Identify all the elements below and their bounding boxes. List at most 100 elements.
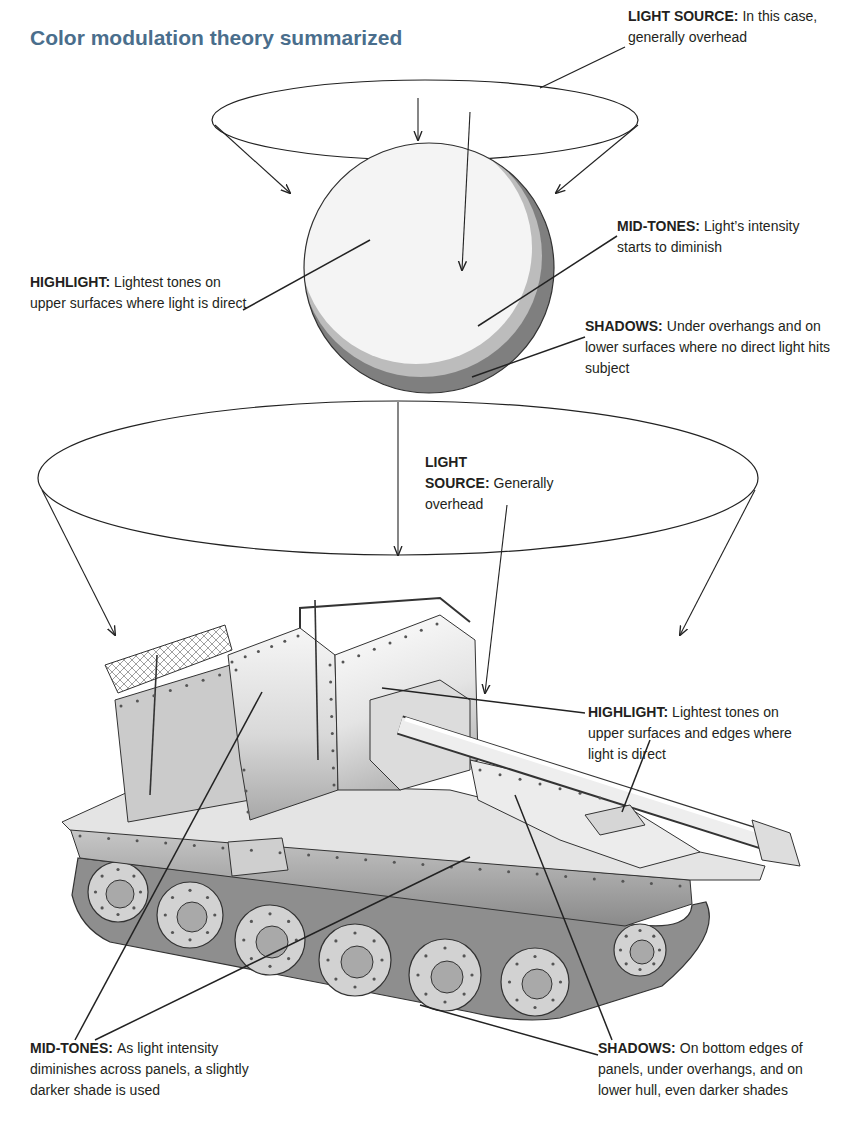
- leader-line: [95, 857, 470, 1040]
- rivet: [235, 669, 238, 672]
- rivet: [297, 635, 300, 638]
- wheel-bolt: [625, 962, 628, 965]
- wheel-bolt: [242, 938, 245, 941]
- rivet: [420, 629, 423, 632]
- wheel-bolt: [188, 938, 191, 941]
- callout-heading: SHADOWS:: [585, 318, 663, 334]
- muzzle-brake: [752, 820, 800, 866]
- wheel-bolt: [101, 875, 104, 878]
- wheel-bolt: [287, 957, 290, 960]
- light-arrow: [42, 490, 115, 635]
- wheel-bolt: [188, 889, 191, 892]
- wheel-bolt: [638, 929, 641, 932]
- road-wheel: [319, 924, 391, 996]
- rivet: [507, 870, 510, 873]
- rivet: [579, 792, 582, 795]
- wheel-bolt: [373, 939, 376, 942]
- rivet: [499, 773, 502, 776]
- leader-line: [382, 688, 585, 713]
- wheel-bolt: [638, 968, 641, 971]
- wheel-hub: [177, 902, 207, 932]
- rivet: [120, 705, 123, 708]
- rivet: [421, 863, 424, 866]
- wheel-hub: [630, 940, 654, 964]
- rivet: [593, 877, 596, 880]
- rivet: [330, 698, 333, 701]
- wheel-bolt: [268, 912, 271, 915]
- antenna: [315, 600, 318, 760]
- callout-text: HIGHLIGHT:Lightest tones on upper surfac…: [30, 272, 255, 314]
- rivet: [342, 661, 345, 664]
- rivet: [650, 882, 653, 885]
- rivet: [519, 778, 522, 781]
- rivet: [185, 684, 188, 687]
- wheel-bolt: [416, 973, 419, 976]
- wheel-bolt: [132, 906, 135, 909]
- callout-text: LIGHT SOURCE:In this case, generally ove…: [628, 6, 843, 48]
- wheel-bolt: [443, 1000, 446, 1003]
- road-wheel: [235, 905, 305, 975]
- callout-heading: LIGHT SOURCE:: [425, 454, 490, 491]
- road-wheel: [157, 882, 223, 948]
- rivet: [329, 664, 332, 667]
- wheel-bolt: [171, 896, 174, 899]
- rivet: [307, 854, 310, 857]
- leader-line: [540, 47, 625, 88]
- sphere-outline: [304, 143, 554, 393]
- wheel-bolt: [652, 935, 655, 938]
- leader-line: [420, 1005, 598, 1055]
- wheel-hub: [522, 969, 552, 999]
- engine-grille: [228, 838, 288, 876]
- wheel-bolt: [515, 962, 518, 965]
- rivet: [332, 766, 335, 769]
- light-arrow: [556, 125, 638, 193]
- rivet: [279, 851, 282, 854]
- wheel-bolt: [533, 955, 536, 958]
- wheel-bolt: [213, 913, 216, 916]
- road-wheel: [501, 948, 569, 1016]
- wheel-bolt: [652, 962, 655, 965]
- wheel-bolt: [515, 998, 518, 1001]
- callout-heading: HIGHLIGHT:: [588, 704, 668, 720]
- rivet: [152, 694, 155, 697]
- light-arrow: [397, 402, 398, 555]
- wheel-hub: [106, 880, 134, 908]
- wheel-bolt: [353, 931, 356, 934]
- rivet: [404, 635, 407, 638]
- wheel-bolt: [94, 890, 97, 893]
- callout-text: LIGHT SOURCE:Generally overhead: [425, 452, 575, 515]
- light-arrow: [462, 112, 470, 270]
- wheel-bolt: [326, 958, 329, 961]
- rivet: [164, 842, 167, 845]
- leader-line: [243, 240, 370, 310]
- title: Color modulation theory summarized: [30, 26, 402, 50]
- callout-heading: MID-TONES:: [30, 1040, 113, 1056]
- wheel-bolt: [619, 948, 622, 951]
- callout-heading: LIGHT SOURCE:: [628, 8, 738, 24]
- rivet: [245, 790, 248, 793]
- leader-line: [472, 337, 585, 377]
- light-arrow: [417, 98, 418, 140]
- rivet: [283, 640, 286, 643]
- rivet: [336, 856, 339, 859]
- wheel-bolt: [658, 948, 661, 951]
- wheel-bolt: [116, 913, 119, 916]
- wheel-bolt: [132, 875, 135, 878]
- rivet: [536, 873, 539, 876]
- wheel-bolt: [463, 993, 466, 996]
- wheel-bolt: [116, 868, 119, 871]
- wheel-bolt: [625, 935, 628, 938]
- wheel-bolt: [353, 985, 356, 988]
- wheel-bolt: [334, 978, 337, 981]
- callout-text: MID-TONES:As light intensity diminishes …: [30, 1038, 270, 1101]
- callout-text: SHADOWS:Under overhangs and on lower sur…: [585, 316, 835, 379]
- rivet: [539, 783, 542, 786]
- gun-barrel-outline: [400, 725, 770, 842]
- gun-barrel: [400, 725, 770, 842]
- wheel-bolt: [470, 973, 473, 976]
- callout-text: MID-TONES:Light’s intensity starts to di…: [617, 216, 832, 258]
- road-wheel: [88, 862, 148, 922]
- wheel-hub: [341, 946, 373, 978]
- rivet: [564, 875, 567, 878]
